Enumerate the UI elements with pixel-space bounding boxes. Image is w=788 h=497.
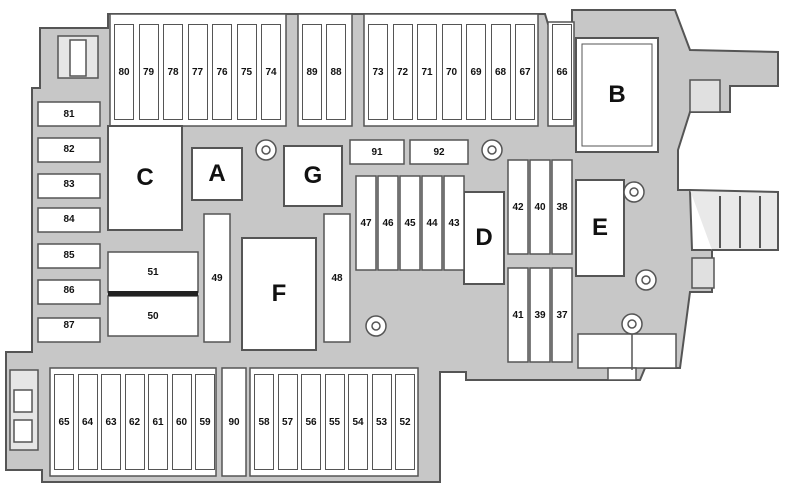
fuse-91-label: 91 — [371, 146, 383, 158]
fuse-41-label: 41 — [512, 309, 524, 321]
fuse-38-label: 38 — [556, 201, 568, 213]
fuse-92-label: 92 — [433, 146, 445, 158]
relay-g-label: G — [303, 162, 323, 189]
relay-c-label: C — [136, 164, 154, 191]
fuse-84-label: 84 — [63, 214, 75, 226]
relay-f-label: F — [271, 280, 287, 307]
fuse-40-label: 40 — [534, 201, 546, 213]
fuse-59-label: 59 — [195, 374, 215, 470]
fuse-73-label: 73 — [368, 24, 388, 120]
relay-e-label: E — [591, 214, 608, 241]
fuse-49-label: 49 — [211, 272, 223, 284]
fuse-89-label: 89 — [302, 24, 322, 120]
fuse-69-label: 69 — [466, 24, 486, 120]
fuse-83-label: 83 — [63, 179, 75, 191]
fuse-66-label: 66 — [552, 24, 572, 120]
fuse-58-label: 58 — [254, 374, 274, 470]
fuse-76-label: 76 — [212, 24, 232, 120]
relay-a-label: A — [208, 160, 226, 187]
fuse-63-label: 63 — [101, 374, 121, 470]
fuse-72-label: 72 — [392, 24, 413, 120]
fuse-57-label: 57 — [277, 374, 298, 470]
fuse-71-label: 71 — [417, 24, 437, 120]
fuse-54-label: 54 — [348, 374, 368, 470]
fuse-90-label: 90 — [228, 416, 240, 428]
fuse-87-label: 87 — [63, 320, 75, 332]
fuse-46-label: 46 — [382, 217, 394, 229]
fuse-88-label: 88 — [326, 24, 346, 120]
fuse-48-label: 48 — [331, 272, 343, 284]
fuse-56-label: 56 — [301, 374, 321, 470]
fuse-68-label: 68 — [490, 24, 511, 120]
fuse-64-label: 64 — [77, 374, 98, 470]
fuse-55-label: 55 — [324, 374, 345, 470]
relay-d-label: D — [475, 224, 493, 251]
fuse-50-label: 50 — [147, 310, 159, 322]
fuse-78-label: 78 — [163, 24, 183, 120]
fuse-81-label: 81 — [63, 108, 75, 120]
fuse-43-label: 43 — [448, 217, 460, 229]
fuse-61-label: 61 — [148, 374, 168, 470]
fuse-82-label: 82 — [63, 143, 75, 155]
fuse-62-label: 62 — [124, 374, 145, 470]
fuse-47-label: 47 — [360, 217, 372, 229]
fuse-67-label: 67 — [515, 24, 535, 120]
fuse-51-label: 51 — [147, 266, 159, 278]
fuse-60-label: 60 — [171, 374, 192, 470]
fuse-74-label: 74 — [261, 24, 281, 120]
relay-b-label: B — [608, 81, 626, 108]
fuse-42-label: 42 — [512, 201, 524, 213]
fuse-52-label: 52 — [395, 374, 415, 470]
fuse-39-label: 39 — [534, 309, 546, 321]
fuse-45-label: 45 — [404, 217, 416, 229]
fuse-53-label: 53 — [371, 374, 392, 470]
fuse-75-label: 75 — [236, 24, 257, 120]
fuse-79-label: 79 — [138, 24, 159, 120]
fuse-70-label: 70 — [441, 24, 462, 120]
fuse-44-label: 44 — [426, 217, 438, 229]
fuse-80-label: 80 — [114, 24, 134, 120]
fuse-86-label: 86 — [63, 285, 75, 296]
fuse-77-label: 77 — [187, 24, 208, 120]
fuse-65-label: 65 — [54, 374, 74, 470]
fuse-85-label: 85 — [63, 249, 75, 261]
fuse-37-label: 37 — [556, 309, 568, 321]
